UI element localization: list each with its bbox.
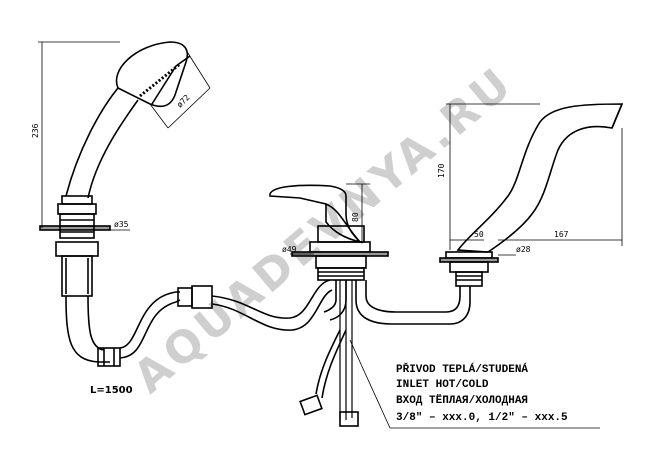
mixer-dimension-lines (290, 183, 370, 255)
dim-spout-base-diameter: ø28 (516, 245, 531, 254)
inlet-note-leader (349, 339, 600, 429)
dim-shower-base-diameter: ø35 (114, 220, 129, 229)
mixer-handle (269, 184, 389, 281)
note-line-2: INLET HOT/COLD (396, 379, 489, 391)
mixer-pipes (299, 280, 471, 427)
shower-dimension-lines (38, 41, 211, 231)
shower-hose (65, 279, 333, 367)
dim-spout-height: 170 (437, 163, 446, 178)
hose-length-label: L=1500 (90, 385, 133, 396)
dim-shower-height: 236 (31, 123, 40, 138)
note-line-4: 3/8" – xxx.0, 1/2" – xxx.5 (396, 412, 568, 424)
note-line-3: ВХОД ТЁПЛАЯ/ХОЛОДНАЯ (396, 394, 528, 407)
hand-shower (39, 41, 191, 297)
dim-spout-offset: 50 (474, 230, 484, 239)
dim-spout-reach: 167 (554, 230, 569, 239)
watermark: AQUADEVNYA.RU (124, 57, 523, 403)
dim-shower-head-diameter: ø72 (175, 93, 192, 110)
spout-dimension-lines (446, 103, 623, 256)
dim-mixer-height: 80 (351, 212, 360, 222)
dim-mixer-base-diameter: ø49 (282, 245, 297, 254)
spout (439, 103, 624, 287)
note-line-1: PŘIVOD TEPLÁ/STUDENÁ (396, 362, 528, 376)
